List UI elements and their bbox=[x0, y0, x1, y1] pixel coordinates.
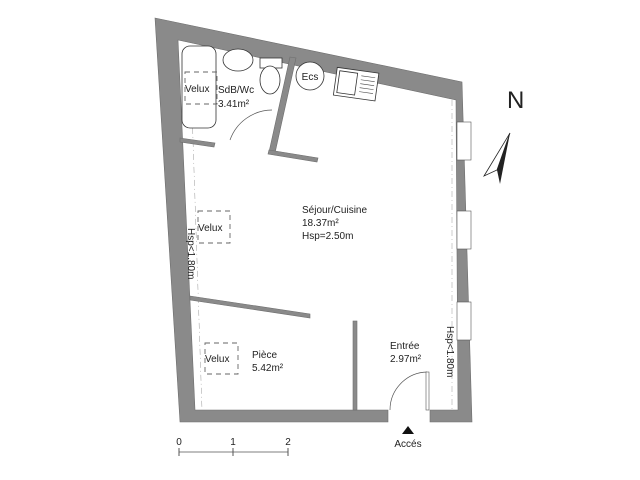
scale-tick-0: 0 bbox=[176, 437, 182, 448]
water-heater bbox=[295, 61, 325, 91]
entrance-door-swing bbox=[389, 371, 428, 411]
toilet-bowl bbox=[259, 65, 281, 95]
room-area-bathroom: 3.41m² bbox=[218, 99, 250, 110]
entrance-door-leaf bbox=[425, 371, 430, 411]
velux-label-bathroom: Velux bbox=[185, 84, 209, 95]
room-name-room: Pièce bbox=[252, 350, 277, 361]
room-area-entry: 2.97m² bbox=[390, 354, 422, 365]
scale-tick-1: 1 bbox=[230, 437, 236, 448]
height-limit-line-left bbox=[189, 49, 203, 411]
velux-bathroom bbox=[184, 71, 218, 105]
room-height-living: Hsp=2.50m bbox=[302, 231, 353, 242]
access-label: Accés bbox=[394, 439, 421, 450]
right-windows bbox=[456, 121, 472, 341]
water-heater-label: Ecs bbox=[302, 72, 319, 83]
access-arrow-icon bbox=[402, 426, 414, 434]
room-name-bathroom: SdB/Wc bbox=[218, 85, 254, 96]
room-name-living: Séjour/Cuisine bbox=[302, 205, 367, 216]
scale-tick-2: 2 bbox=[285, 437, 291, 448]
sink bbox=[222, 48, 254, 72]
exterior-walls bbox=[154, 17, 473, 423]
low-height-label-right: Hsp<1.80m bbox=[444, 326, 455, 377]
kitchen-sink bbox=[332, 66, 380, 102]
velux-living bbox=[197, 210, 231, 244]
velux-label-living: Velux bbox=[198, 223, 222, 234]
room-area-room: 5.42m² bbox=[252, 363, 284, 374]
velux-room bbox=[204, 342, 239, 375]
bathtub bbox=[181, 45, 217, 129]
scale-bar: 0 1 2 bbox=[176, 437, 291, 456]
velux-label-room: Velux bbox=[205, 354, 229, 365]
interior-walls bbox=[179, 56, 358, 411]
bathroom-door-swing bbox=[229, 109, 273, 141]
room-name-entry: Entrée bbox=[390, 341, 420, 352]
north-arrow-icon bbox=[482, 132, 511, 184]
room-area-living: 18.37m² bbox=[302, 218, 339, 229]
low-height-label-left: Hsp<1.80m bbox=[185, 228, 196, 279]
north-label: N bbox=[507, 87, 524, 114]
